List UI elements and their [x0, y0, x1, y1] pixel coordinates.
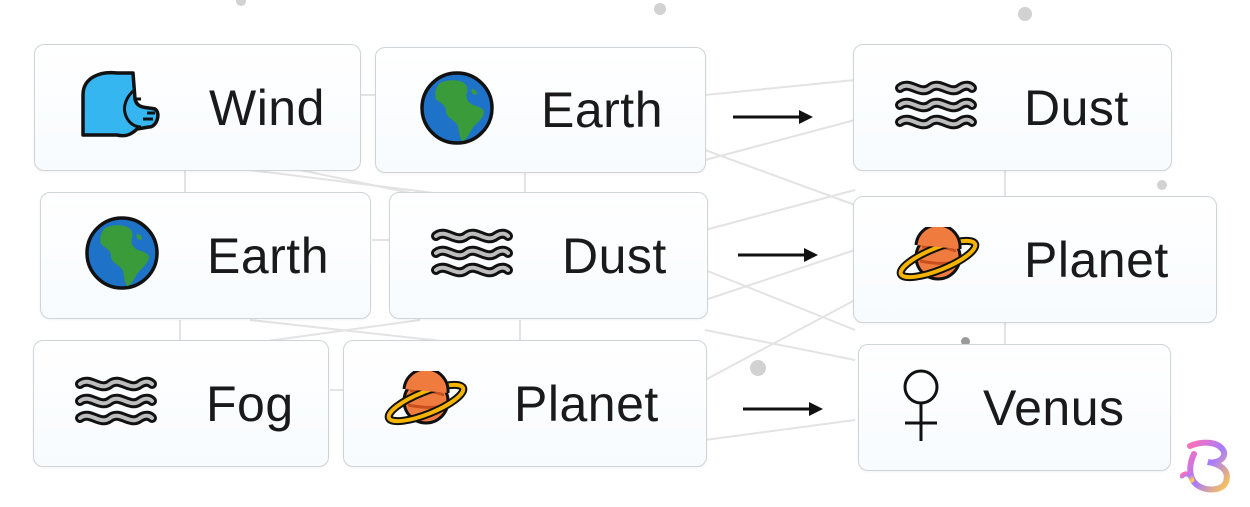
ringed-planet-icon — [384, 367, 468, 436]
wind-face-icon — [77, 69, 161, 146]
background-dot — [1157, 180, 1167, 190]
element-tile[interactable]: Dust — [389, 192, 708, 319]
element-tile[interactable]: Planet — [343, 340, 707, 467]
element-tile[interactable]: Wind — [34, 44, 361, 171]
result-tile[interactable]: Dust — [853, 44, 1172, 171]
globe-africa-icon — [418, 69, 496, 152]
element-label: Dust — [1024, 79, 1129, 136]
background-dot — [1018, 7, 1032, 21]
element-label: Fog — [206, 375, 294, 432]
background-dot — [750, 360, 766, 376]
element-label: Dust — [562, 227, 667, 284]
background-dot — [961, 337, 970, 346]
background-dot — [236, 0, 246, 6]
element-tile[interactable]: Earth — [40, 192, 371, 319]
element-label: Planet — [1024, 231, 1169, 288]
element-label: Earth — [207, 227, 330, 284]
result-tile[interactable]: Planet — [853, 196, 1217, 323]
element-tile[interactable]: Fog — [33, 340, 329, 467]
brand-logo-icon — [1180, 439, 1230, 493]
wavy-lines-icon — [894, 78, 978, 137]
ringed-planet-icon — [896, 223, 980, 292]
result-tile[interactable]: Venus — [858, 344, 1171, 471]
right-arrow-icon — [738, 248, 818, 262]
element-label: Venus — [983, 379, 1125, 436]
right-arrow-icon — [733, 110, 813, 124]
wavy-lines-icon — [74, 374, 158, 433]
background-dot — [654, 3, 666, 15]
element-tile[interactable]: Earth — [375, 47, 706, 173]
venus-symbol-icon — [899, 367, 943, 448]
element-label: Earth — [541, 82, 664, 138]
globe-africa-icon — [83, 214, 161, 297]
right-arrow-icon — [743, 402, 823, 416]
element-label: Planet — [514, 375, 659, 432]
element-label: Wind — [209, 79, 325, 136]
wavy-lines-icon — [430, 226, 514, 285]
